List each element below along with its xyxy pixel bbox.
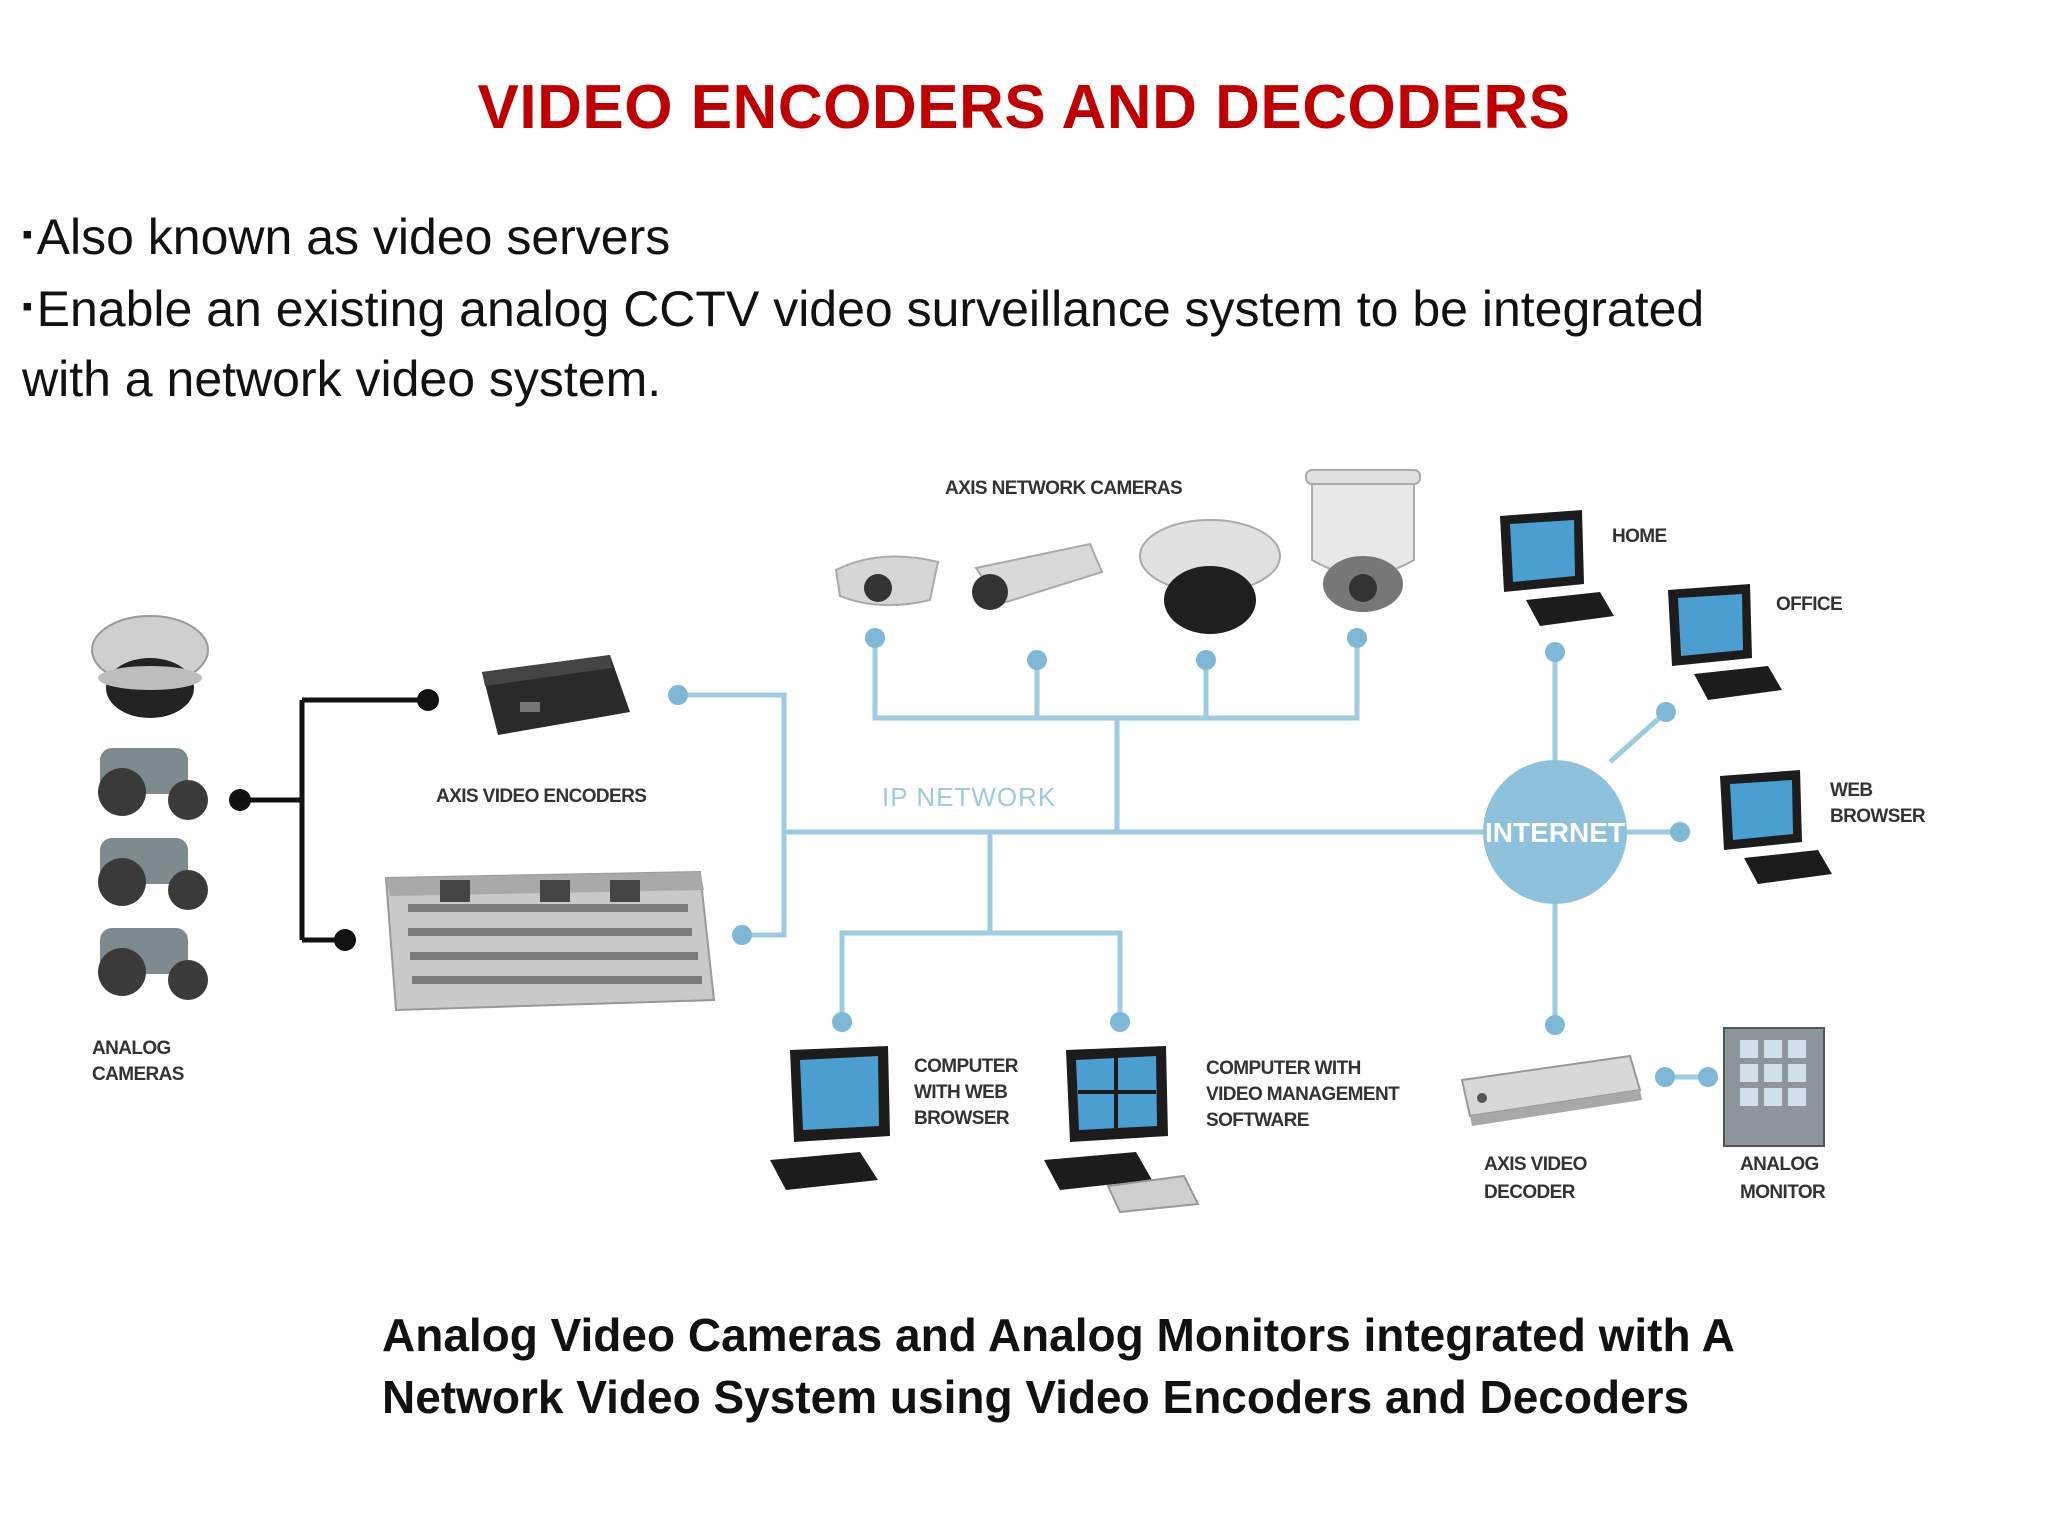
bullet-text: Also known as video servers [36, 209, 671, 265]
computer-web-browser-icon [770, 1046, 890, 1190]
network-camera-icon [834, 555, 940, 607]
bullet-continuation: with a network video system. [22, 351, 662, 407]
bullet-item: ▪Also known as video servers [22, 200, 1922, 272]
node [1698, 1067, 1718, 1087]
label-line: VIDEO MANAGEMENT [1206, 1084, 1400, 1105]
label-line: MONITOR [1740, 1182, 1826, 1203]
slide-title: VIDEO ENCODERS AND DECODERS [477, 73, 1571, 142]
label-line: ANALOG [1740, 1154, 1819, 1175]
caption-line: Network Video System using Video Encoder… [382, 1371, 1690, 1423]
label-line: DECODER [1484, 1182, 1576, 1203]
label-line: BROWSER [1830, 806, 1926, 827]
ptz-camera-icon [1305, 469, 1421, 612]
node [1655, 1067, 1675, 1087]
label-line: COMPUTER WITH [1206, 1058, 1361, 1079]
analog-cameras [91, 615, 439, 1000]
network-nodes [668, 628, 1718, 1087]
internet-cloud: INTERNET [1483, 760, 1627, 904]
label-line: COMPUTER [914, 1056, 1019, 1077]
web-browser-computer-icon [1720, 770, 1832, 884]
computer-vms-icon [1044, 1046, 1200, 1214]
computer-vms-label: COMPUTER WITH VIDEO MANAGEMENT SOFTWARE [1206, 1058, 1404, 1131]
home-label: HOME [1612, 526, 1667, 547]
dome-camera-icon [91, 615, 209, 718]
network-cameras-label: AXIS NETWORK CAMERAS [945, 478, 1182, 499]
node [1670, 822, 1690, 842]
web-browser-label: WEB BROWSER [1830, 780, 1926, 827]
computer-web-browser-label: COMPUTER WITH WEB BROWSER [914, 1056, 1023, 1129]
network-lines [678, 638, 1708, 1080]
network-camera-icon [1139, 519, 1281, 634]
label-line: ANALOG [92, 1038, 171, 1059]
bullet-marker: ▪ [22, 290, 33, 323]
bullet-text: Enable an existing analog CCTV video sur… [36, 281, 1705, 337]
video-encoder-small-icon [482, 655, 630, 735]
box-camera-icon [98, 838, 208, 910]
label-line: WEB [1830, 780, 1873, 801]
bullet-item: ▪Enable an existing analog CCTV video su… [22, 272, 1922, 344]
node [1545, 642, 1565, 662]
node [1656, 702, 1676, 722]
bullet-list: ▪Also known as video servers ▪Enable an … [22, 200, 1922, 414]
node [1110, 1012, 1130, 1032]
caption-line: Analog Video Cameras and Analog Monitors… [382, 1309, 1735, 1361]
node [1027, 650, 1047, 670]
node [1347, 628, 1367, 648]
internet-label: INTERNET [1485, 817, 1625, 848]
network-diagram: INTERNET [91, 469, 1927, 1214]
label-line: AXIS VIDEO [1484, 1154, 1587, 1175]
node [1545, 1015, 1565, 1035]
box-camera-icon [98, 748, 208, 820]
office-computer-icon [1668, 584, 1782, 700]
video-encoder-rack-icon [384, 870, 716, 1012]
home-computer-icon [1500, 510, 1614, 626]
bullet-marker: ▪ [22, 218, 33, 251]
node [668, 685, 688, 705]
node [832, 1012, 852, 1032]
node [732, 925, 752, 945]
node [865, 628, 885, 648]
label-line: BROWSER [914, 1108, 1010, 1129]
analog-monitor-icon [1723, 1027, 1825, 1147]
analog-monitor-label: ANALOG MONITOR [1740, 1154, 1826, 1203]
video-decoder-icon [1460, 1054, 1642, 1126]
network-cameras [834, 469, 1421, 634]
video-encoders-label: AXIS VIDEO ENCODERS [436, 786, 646, 807]
analog-cameras-label: ANALOG CAMERAS [92, 1038, 184, 1085]
label-line: CAMERAS [92, 1064, 184, 1085]
label-line: SOFTWARE [1206, 1110, 1309, 1131]
network-camera-icon [972, 542, 1104, 610]
label-line: WITH WEB [914, 1082, 1007, 1103]
node [1196, 650, 1216, 670]
video-decoder-label: AXIS VIDEO DECODER [1484, 1154, 1591, 1203]
box-camera-icon [98, 928, 208, 1000]
figure-caption: Analog Video Cameras and Analog Monitors… [382, 1304, 1882, 1428]
ip-network-label: IP NETWORK [882, 782, 1056, 812]
office-label: OFFICE [1776, 594, 1842, 615]
